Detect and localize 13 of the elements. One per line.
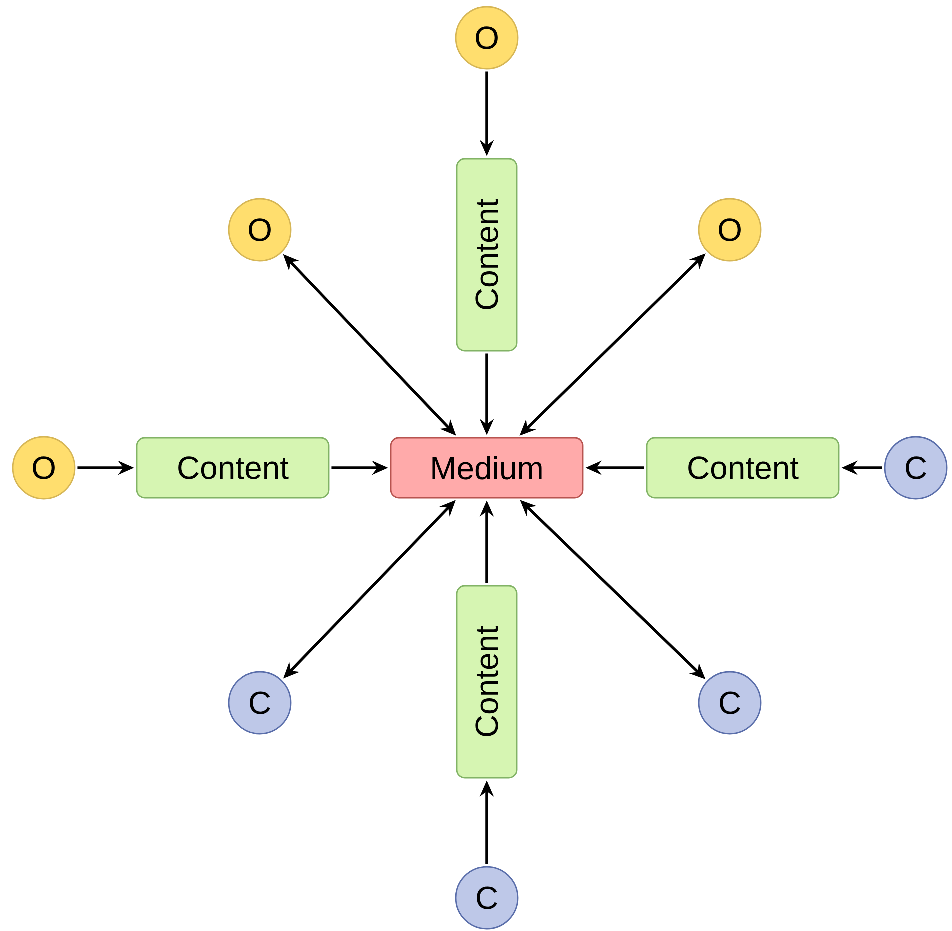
- circle-node: C: [228, 671, 292, 735]
- medium-box: Medium: [390, 437, 584, 499]
- circle-node: C: [698, 671, 762, 735]
- circle-node: O: [228, 198, 292, 262]
- content-box: Content: [136, 437, 330, 499]
- circle-node: O: [455, 6, 519, 70]
- circle-node: O: [698, 198, 762, 262]
- circle-node: C: [884, 436, 948, 500]
- content-box: Content: [456, 158, 518, 352]
- content-box: Content: [646, 437, 840, 499]
- content-box: Content: [456, 585, 518, 779]
- circle-node: C: [455, 866, 519, 930]
- circle-node: O: [12, 436, 76, 500]
